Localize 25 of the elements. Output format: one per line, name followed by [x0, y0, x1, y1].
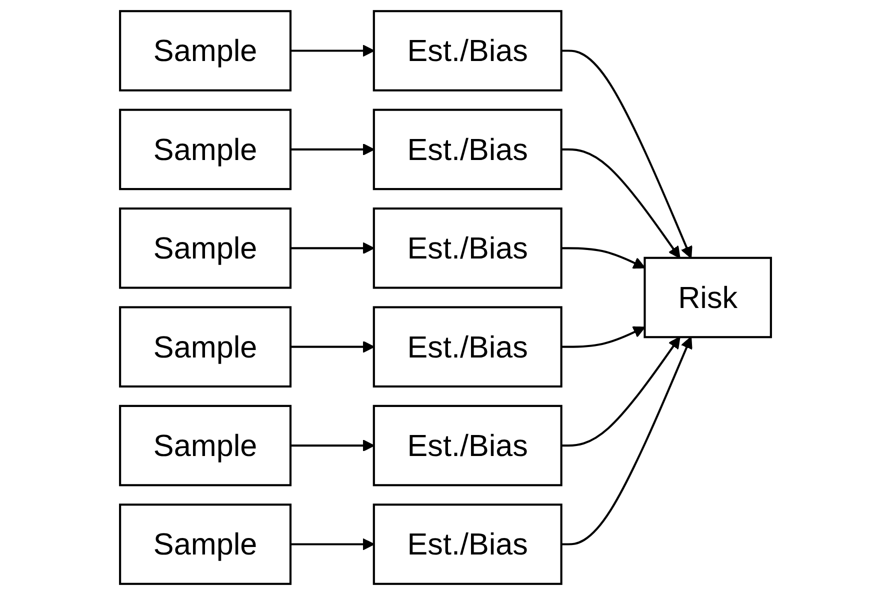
arrow	[561, 50, 692, 258]
arrow	[561, 326, 646, 348]
node-box: Est./Bias	[372, 10, 562, 92]
node-box: Sample	[119, 108, 292, 190]
node-box: Sample	[119, 10, 292, 92]
arrow	[561, 336, 680, 447]
node-box: Risk	[644, 256, 772, 338]
node-box: Est./Bias	[372, 108, 562, 190]
node-box: Est./Bias	[372, 207, 562, 289]
node-box: Est./Bias	[372, 306, 562, 388]
arrow	[290, 44, 374, 57]
node-box: Est./Bias	[372, 504, 562, 585]
arrow	[290, 538, 374, 550]
arrow	[561, 148, 680, 258]
node-box: Est./Bias	[372, 404, 562, 486]
node-box: Sample	[119, 207, 292, 289]
node-box: Sample	[119, 306, 292, 388]
arrow	[290, 439, 374, 452]
node-box: Sample	[119, 404, 292, 486]
arrow	[290, 143, 374, 156]
arrow	[290, 242, 374, 254]
arrow	[561, 247, 646, 269]
node-box: Sample	[119, 504, 292, 585]
arrow	[290, 340, 374, 353]
arrow	[561, 336, 692, 546]
